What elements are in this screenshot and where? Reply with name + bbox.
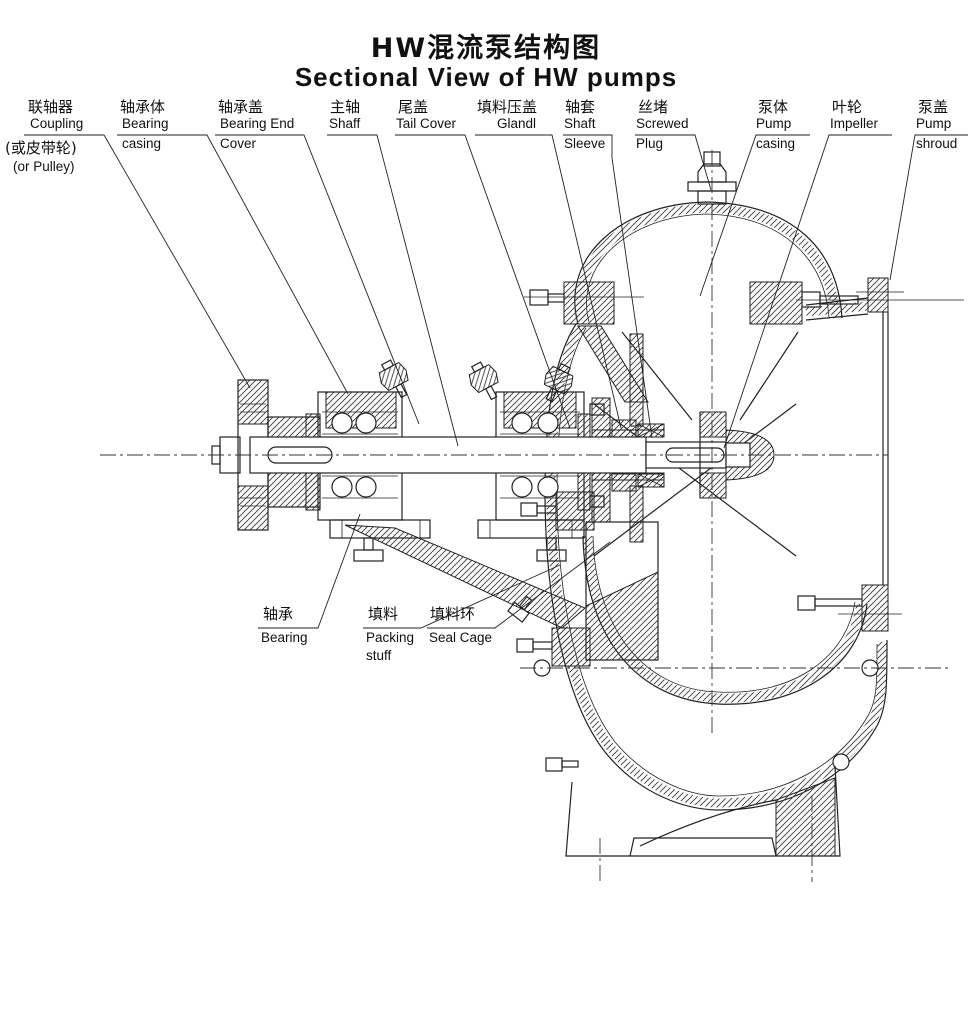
label-pump-casing-zh: 泵体 xyxy=(758,98,789,116)
label-bearing-zh: 轴承 xyxy=(263,605,294,623)
grease-cup xyxy=(468,361,499,401)
label-coupling-en: Coupling xyxy=(30,116,84,131)
label-bearing-end-cover-en2: Cover xyxy=(220,136,257,151)
label-seal-cage-zh: 填料环 xyxy=(430,605,476,623)
label-packing-zh: 填料 xyxy=(368,605,399,623)
pump-casing-dome xyxy=(574,201,843,325)
label-bearing-en: Bearing xyxy=(261,630,308,645)
label-bearing-casing-en2: casing xyxy=(122,136,162,151)
label-gland-zh: 填料压盖 xyxy=(477,98,538,116)
label-tail-cover-en: Tail Cover xyxy=(396,116,457,131)
label-bearing-casing-en: Bearing xyxy=(122,116,169,131)
label-bearing-end-cover-en: Bearing End xyxy=(220,116,295,131)
label-pump-casing-en: Pump xyxy=(756,116,792,131)
label-coupling-en-alt: (or Pulley) xyxy=(13,159,75,174)
casing-flanges-top xyxy=(524,281,964,325)
grease-cup xyxy=(378,359,409,399)
pump-base xyxy=(565,765,841,857)
label-gland-en: Glandl xyxy=(497,116,537,131)
label-pump-casing-en2: casing xyxy=(756,136,796,151)
label-screwed-plug-en2: Plug xyxy=(636,136,664,151)
label-screwed-plug-en: Screwed xyxy=(636,116,689,131)
pump-shroud-part xyxy=(797,277,904,632)
label-seal-cage-en: Seal Cage xyxy=(429,630,493,645)
label-shaft-sleeve-zh: 轴套 xyxy=(565,98,596,116)
label-bearing-casing-zh: 轴承体 xyxy=(120,98,166,116)
pump-casing-bowl xyxy=(544,323,888,811)
ball-bearings xyxy=(331,412,559,498)
label-shaft-sleeve-en: Shaft xyxy=(564,116,596,131)
label-pump-shroud-en2: shroud xyxy=(916,136,958,151)
bearing-bracket xyxy=(329,519,659,661)
label-pump-shroud-zh: 泵盖 xyxy=(918,98,949,116)
page-title-en: Sectional View of HW pumps xyxy=(294,62,678,92)
label-impeller-en: Impeller xyxy=(830,116,879,131)
centerlines xyxy=(100,150,952,882)
label-shaft-sleeve-en2: Sleeve xyxy=(564,136,606,151)
label-bearing-end-cover-zh: 轴承盖 xyxy=(218,98,264,116)
label-coupling-zh: 联轴器 xyxy=(28,98,74,116)
label-screwed-plug-zh: 丝堵 xyxy=(638,98,669,116)
label-pump-shroud-en: Pump xyxy=(916,116,952,131)
label-impeller-zh: 叶轮 xyxy=(832,98,863,116)
label-packing-en2: stuff xyxy=(366,648,392,663)
label-main-shaft-en: Shaff xyxy=(329,116,361,131)
label-leader-lines xyxy=(24,134,968,629)
label-coupling-zh-alt: (或皮带轮) xyxy=(5,139,77,157)
label-packing-en: Packing xyxy=(366,630,415,645)
impeller-part xyxy=(577,325,799,557)
label-main-shaft-zh: 主轴 xyxy=(330,98,361,116)
label-tail-cover-zh: 尾盖 xyxy=(398,98,429,116)
grease-cup xyxy=(543,362,574,403)
page-title-zh: HW混流泵结构图 xyxy=(370,33,602,64)
casing-shroud-joint xyxy=(805,297,869,321)
